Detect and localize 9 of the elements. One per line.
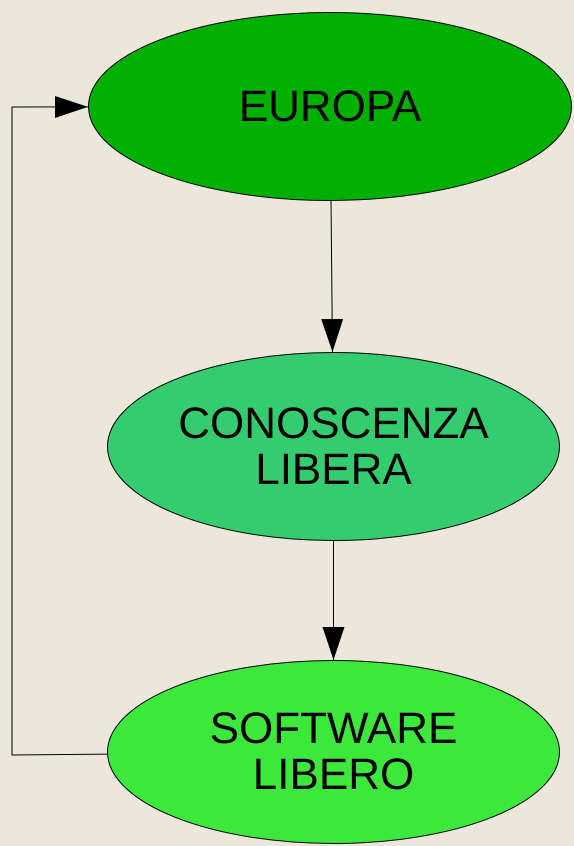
arrow	[322, 540, 344, 660]
arrow	[321, 200, 344, 352]
arrow	[12, 96, 108, 756]
node-label: SOFTWARE LIBERO	[208, 706, 458, 798]
ellipse-node	[88, 12, 572, 201]
node-label: CONOSCENZA LIBERA	[177, 400, 490, 492]
ellipse-node	[107, 352, 560, 541]
ellipse-node	[107, 660, 560, 844]
node-label: EUROPA	[238, 84, 422, 130]
